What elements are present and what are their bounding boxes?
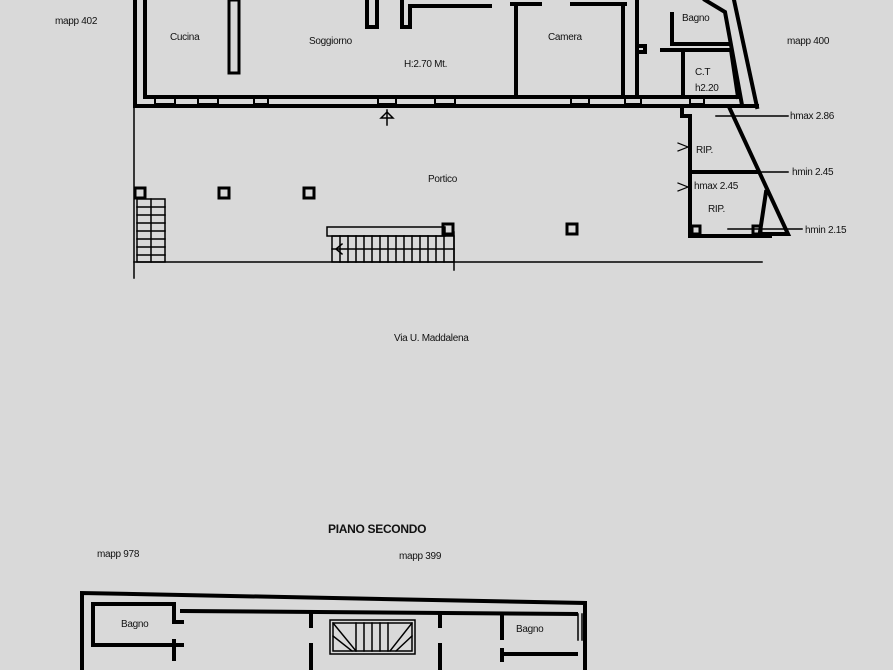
height-label-hmin-215: hmin 2.15 <box>805 225 847 236</box>
height-label-hmin-245: hmin 2.45 <box>792 167 834 178</box>
second-floor-window <box>577 613 583 641</box>
ground-floor-windows <box>154 97 705 105</box>
height-leader-lines <box>715 115 803 230</box>
room-label-storage-upper: RIP. <box>696 145 713 156</box>
second-floor-walls <box>80 590 587 670</box>
room-label-bathroom: Bagno <box>682 13 710 24</box>
second-floor-title: PIANO SECONDO <box>328 522 427 536</box>
room-label-living-room: Soggiorno <box>309 36 352 47</box>
parcel-label-978: mapp 978 <box>97 549 140 560</box>
second-floor-spiral-stair <box>329 619 416 655</box>
height-label-hmax-245: hmax 2.45 <box>694 181 738 192</box>
storage-walls <box>680 104 792 238</box>
portico-pillars <box>133 186 579 236</box>
storage-door-arrows <box>677 142 690 192</box>
parcel-label-399: mapp 399 <box>399 551 442 562</box>
room-label-storage-lower: RIP. <box>708 204 725 215</box>
height-label-hmax-286: hmax 2.86 <box>790 111 834 122</box>
room-label-bathroom-left: Bagno <box>121 619 149 630</box>
room-label-boiler-room: C.T <box>695 67 711 78</box>
entrance-arrow-icon <box>379 109 395 126</box>
central-stair <box>326 226 455 263</box>
room-label-bathroom-right: Bagno <box>516 624 544 635</box>
west-stair <box>136 198 166 263</box>
parcel-label-400: mapp 400 <box>787 36 830 47</box>
street-label: Via U. Maddalena <box>394 333 469 344</box>
room-label-bedroom: Camera <box>548 32 582 43</box>
ground-floor-walls <box>133 0 760 110</box>
boiler-room-height-label: h2.20 <box>695 83 719 94</box>
parcel-label-402: mapp 402 <box>55 16 98 27</box>
room-label-kitchen: Cucina <box>170 32 200 43</box>
ceiling-height-label: H:2.70 Mt. <box>404 59 448 70</box>
room-label-portico: Portico <box>428 174 458 185</box>
